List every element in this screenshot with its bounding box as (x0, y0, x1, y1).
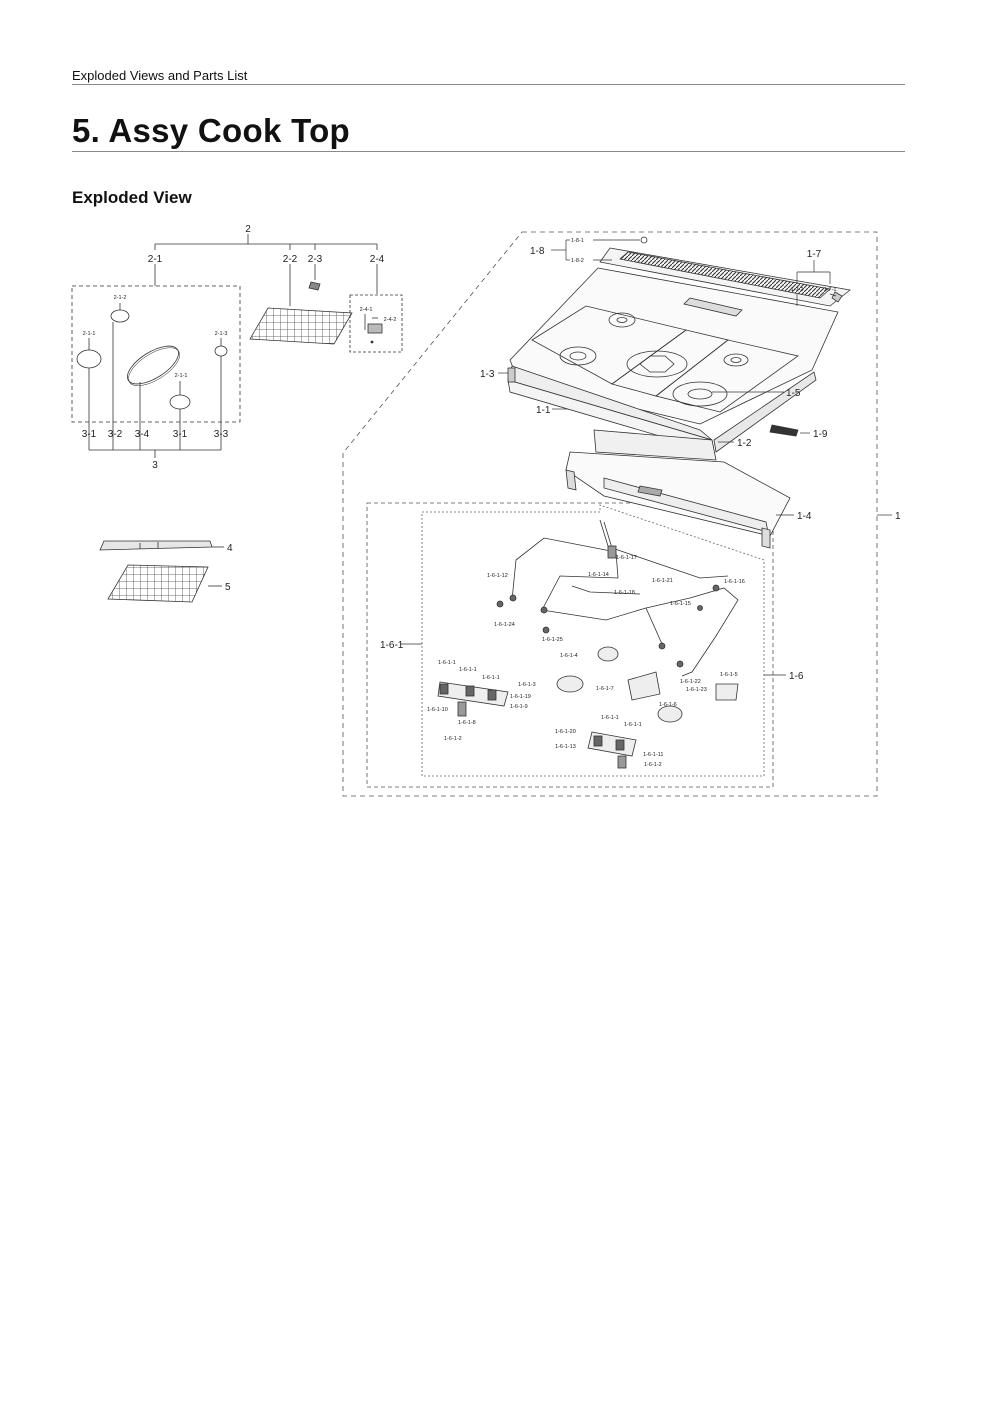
label-2-1-1: 2-1-1 (83, 331, 96, 337)
label-1-6-1-19: 1-6-1-19 (510, 694, 531, 700)
part-5-oven-rack (107, 564, 222, 603)
label-1-6-1-25: 1-6-1-25 (542, 637, 563, 643)
label-1-6-1-4: 1-6-1-4 (560, 653, 578, 659)
label-1-6-1-1-a: 1-6-1-1 (438, 660, 456, 666)
label-1-6-1-2-a: 1-6-1-2 (444, 736, 462, 742)
label-1: 1 (895, 511, 901, 522)
label-2-2: 2-2 (283, 254, 298, 265)
label-3-1b: 3-1 (173, 429, 188, 440)
cooktop-assembly (342, 231, 878, 797)
label-1-6-1-1-d: 1-6-1-1 (601, 715, 619, 721)
label-1-6-1-7: 1-6-1-7 (596, 686, 614, 692)
label-1-6-1-8: 1-6-1-8 (458, 720, 476, 726)
label-1-6-1-22: 1-6-1-22 (680, 679, 701, 685)
label-1-7: 1-7 (807, 249, 822, 260)
label-1-6-1: 1-6-1 (380, 640, 404, 651)
label-1-6-1-1-b: 1-6-1-1 (459, 667, 477, 673)
label-1-2: 1-2 (737, 438, 752, 449)
label-1-6-1-11: 1-6-1-11 (643, 752, 663, 758)
label-2-1-3: 2-1-3 (215, 331, 228, 337)
label-1-5: 1-5 (786, 388, 801, 399)
label-1-6-1-3: 1-6-1-3 (518, 682, 536, 688)
label-2-4-2: 2-4-2 (384, 317, 397, 323)
label-2-4-1: 2-4-1 (360, 307, 373, 313)
label-1-6-1-5: 1-6-1-5 (720, 672, 738, 678)
label-1-6-1-24: 1-6-1-24 (494, 622, 515, 628)
label-1-6-1-10: 1-6-1-10 (427, 707, 448, 713)
label-1-6-1-21: 1-6-1-21 (652, 578, 673, 584)
label-2-1: 2-1 (148, 254, 163, 265)
label-1-6-1-17: 1-6-1-17 (616, 555, 637, 561)
section-heading: Exploded View (72, 188, 192, 207)
label-1-8-2: 1-8-2 (571, 258, 584, 264)
label-1-6-1-15: 1-6-1-15 (670, 601, 691, 607)
label-2-3: 2-3 (308, 254, 323, 265)
label-2-1-2: 2-1-2 (114, 295, 127, 301)
label-1-7-1: 1-7-1 (824, 287, 837, 293)
label-1-6-1-6: 1-6-1-6 (659, 702, 677, 708)
label-2: 2 (245, 224, 251, 235)
label-1-6-1-13: 1-6-1-13 (555, 744, 576, 750)
label-4: 4 (227, 543, 233, 554)
label-3-4: 3-4 (135, 429, 150, 440)
label-2-1-1b: 2-1-1 (175, 373, 188, 379)
part-labels: 2 2-1 2-2 2-3 2-4 2-1-2 2-1-1 2-1-3 2-1-… (82, 224, 901, 768)
accessory-group (71, 234, 403, 458)
label-1-6-1-18: 1-6-1-18 (614, 590, 635, 596)
header-rule (72, 84, 905, 85)
label-1-8-1: 1-8-1 (571, 238, 584, 244)
label-1-6-1-12: 1-6-1-12 (487, 573, 508, 579)
label-3-2: 3-2 (108, 429, 123, 440)
label-1-6-1-1-c: 1-6-1-1 (482, 675, 500, 681)
label-3-1: 3-1 (82, 429, 97, 440)
label-1-3: 1-3 (480, 369, 495, 380)
label-1-6-1-16: 1-6-1-16 (724, 579, 745, 585)
label-5: 5 (225, 582, 231, 593)
label-1-6-1-14: 1-6-1-14 (588, 572, 609, 578)
label-1-7-2: 1-7-2 (791, 287, 804, 293)
leader-lines (400, 239, 892, 676)
part-4-trim-bar (99, 540, 224, 551)
label-1-1: 1-1 (536, 405, 551, 416)
label-1-6-1-1-e: 1-6-1-1 (624, 722, 642, 728)
label-1-6-1-9: 1-6-1-9 (510, 704, 528, 710)
label-2-4: 2-4 (370, 254, 385, 265)
label-1-6-1-23: 1-6-1-23 (686, 687, 707, 693)
label-1-8: 1-8 (530, 246, 545, 257)
label-1-6-1-20: 1-6-1-20 (555, 729, 576, 735)
label-1-9: 1-9 (813, 429, 828, 440)
title-rule (72, 151, 905, 152)
label-1-4: 1-4 (797, 511, 812, 522)
label-3-3: 3-3 (214, 429, 229, 440)
label-1-6: 1-6 (789, 671, 804, 682)
page-title: 5. Assy Cook Top (72, 112, 351, 149)
label-3: 3 (152, 460, 158, 471)
label-1-6-1-2-b: 1-6-1-2 (644, 762, 662, 768)
running-header: Exploded Views and Parts List (72, 68, 248, 83)
